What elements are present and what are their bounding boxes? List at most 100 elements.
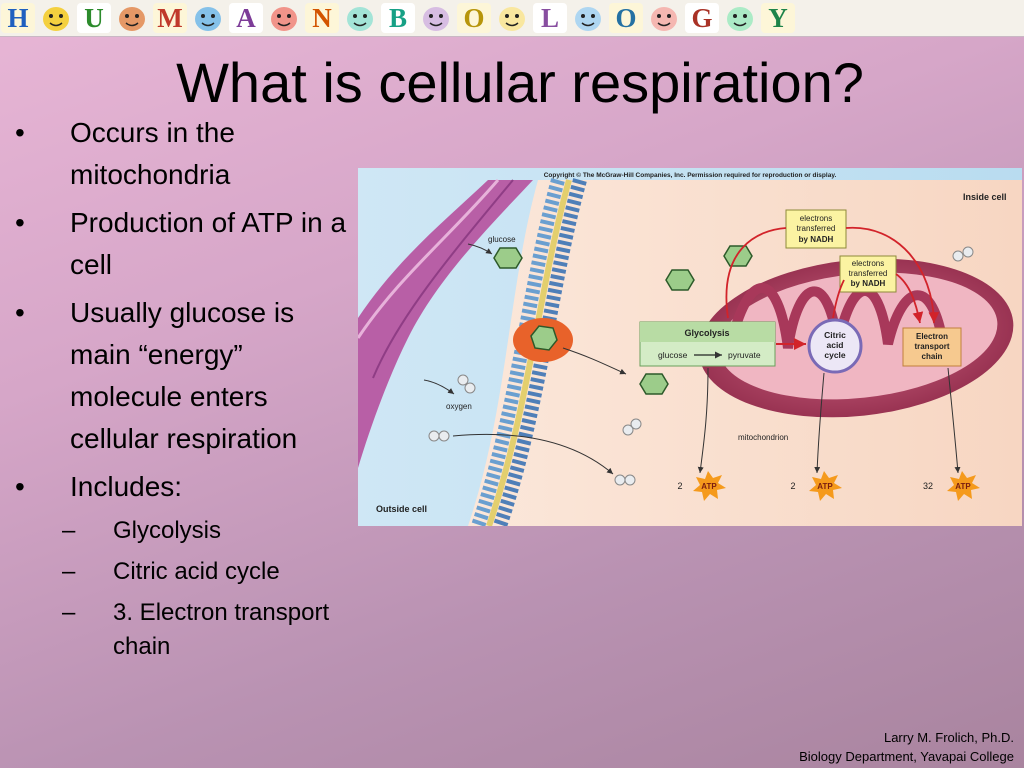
banner-cartoon-icon bbox=[189, 3, 227, 33]
nadh-1-line-1: electrons bbox=[800, 214, 832, 223]
nadh-2-line-2: transferred bbox=[849, 269, 888, 278]
banner-cartoon-icon bbox=[569, 3, 607, 33]
slide-footer: Larry M. Frolich, Ph.D. Biology Departme… bbox=[799, 728, 1014, 766]
banner-cartoon-icon bbox=[113, 3, 151, 33]
bullet-text: Production of ATP in a cell bbox=[70, 207, 347, 280]
bullet-item: • Production of ATP in a cell bbox=[0, 202, 360, 286]
banner-letter-tile: O bbox=[457, 3, 491, 33]
nadh-box-1 bbox=[785, 209, 847, 249]
electron-arrow-mid bbox=[832, 279, 845, 319]
bullet-text: Occurs in the mitochondria bbox=[70, 117, 235, 190]
glycolysis-title: Glycolysis bbox=[684, 328, 729, 338]
banner-cartoon-icon bbox=[493, 3, 531, 33]
nadh-box-2 bbox=[839, 255, 897, 293]
electron-arrow-left bbox=[725, 227, 787, 319]
nadh-1-line-3: by NADH bbox=[799, 235, 834, 244]
mitochondrion-label: mitochondrion bbox=[738, 433, 788, 442]
membrane-outer bbox=[471, 178, 565, 526]
oxygen-molecule bbox=[952, 250, 964, 262]
oxygen-molecule bbox=[457, 374, 469, 386]
nadh-2-line-1: electrons bbox=[852, 259, 884, 268]
membrane-inner bbox=[493, 178, 587, 526]
etc-box bbox=[902, 327, 962, 367]
banner-letter-tile: M bbox=[153, 3, 187, 33]
banner-letter-tile: L bbox=[533, 3, 567, 33]
banner-letter-tile: H bbox=[1, 3, 35, 33]
glycolysis-to: pyruvate bbox=[728, 350, 761, 360]
electron-arrow-right bbox=[895, 273, 924, 324]
etc-line-2: transport bbox=[914, 342, 949, 351]
bullet-marker: • bbox=[15, 207, 25, 238]
bullet-list: • Occurs in the mitochondria • Productio… bbox=[0, 112, 360, 671]
bullet-marker: • bbox=[15, 117, 25, 148]
banner-letter-tile: B bbox=[381, 3, 415, 33]
capillary-highlight bbox=[358, 179, 500, 339]
oxygen-molecule bbox=[428, 430, 440, 442]
atp-label: ATP bbox=[701, 482, 717, 491]
oxygen-molecule bbox=[624, 474, 636, 486]
atp-yield: 32 bbox=[923, 481, 933, 491]
atp-yield: 2 bbox=[677, 481, 682, 491]
oxygen-molecule bbox=[962, 246, 974, 258]
atp-star-shape bbox=[693, 471, 726, 501]
sub-bullet-item: – 3. Electron transport chain bbox=[0, 596, 360, 664]
bullet-text: Includes: bbox=[70, 471, 183, 502]
citric-line-2: acid bbox=[826, 340, 843, 350]
banner-letter-tile: O bbox=[609, 3, 643, 33]
sub-bullet-item: – Glycolysis bbox=[0, 514, 360, 548]
footer-author: Larry M. Frolich, Ph.D. bbox=[883, 730, 1014, 745]
bullet-marker: • bbox=[15, 297, 25, 328]
banner-cartoon-icon bbox=[417, 3, 455, 33]
glucose-molecule bbox=[493, 247, 523, 269]
sub-bullet-text: Glycolysis bbox=[113, 517, 222, 544]
glucose-entry-arrow bbox=[562, 347, 627, 375]
glucose-in-transporter bbox=[530, 325, 558, 351]
electron-arrow-top bbox=[845, 227, 940, 324]
atp-yield: 2 bbox=[790, 481, 795, 491]
citric-line-1: Citric bbox=[824, 330, 846, 340]
sub-bullet-text: 3. Electron transport chain bbox=[113, 599, 330, 660]
banner-cartoon-icon bbox=[265, 3, 303, 33]
outside-cell-label: Outside cell bbox=[376, 504, 427, 514]
cycle-atp-arrow bbox=[814, 372, 825, 474]
oxygen-molecule bbox=[630, 418, 642, 430]
glucose-pointer bbox=[467, 243, 493, 255]
banner-letter-tile: G bbox=[685, 3, 719, 33]
banner-letter-tile: A bbox=[229, 3, 263, 33]
glycolysis-atp-arrow bbox=[697, 367, 709, 474]
atp-star-shape bbox=[947, 471, 980, 501]
etc-line-3: chain bbox=[922, 352, 943, 361]
banner-cartoon-icon bbox=[341, 3, 379, 33]
banner-cartoon-icon bbox=[37, 3, 75, 33]
banner-letter-tile: Y bbox=[761, 3, 795, 33]
banner-cartoon-icon bbox=[645, 3, 683, 33]
bullet-item: • Usually glucose is main “energy” molec… bbox=[0, 292, 360, 460]
banner-letter-tile: U bbox=[77, 3, 111, 33]
oxygen-label: oxygen bbox=[446, 402, 472, 411]
glucose-molecule bbox=[665, 269, 695, 291]
atp-label: ATP bbox=[817, 482, 833, 491]
atp-star-etc: ATP 32 bbox=[923, 471, 980, 501]
banner-letter-tile: N bbox=[305, 3, 339, 33]
nadh-2-line-3: by NADH bbox=[851, 279, 886, 288]
glucose-molecule bbox=[723, 245, 753, 267]
oxygen-molecule bbox=[614, 474, 626, 486]
sub-bullet-marker: – bbox=[62, 517, 76, 544]
oxygen-path-arrow bbox=[452, 433, 614, 475]
etc-line-1: Electron bbox=[916, 332, 948, 341]
copyright-text: Copyright © The McGraw-Hill Companies, I… bbox=[544, 171, 837, 179]
citric-acid-cycle bbox=[807, 318, 863, 374]
sub-bullet-marker: – bbox=[62, 558, 76, 585]
glycolysis-header bbox=[640, 322, 775, 342]
oxygen-molecule bbox=[622, 424, 634, 436]
footer-department: Biology Department, Yavapai College bbox=[799, 749, 1014, 764]
etc-atp-arrow bbox=[947, 367, 961, 474]
bullet-item: • Occurs in the mitochondria bbox=[0, 112, 360, 196]
glucose-label: glucose bbox=[488, 235, 516, 244]
oxygen-molecule bbox=[464, 382, 476, 394]
sub-bullet-text: Citric acid cycle bbox=[113, 558, 280, 585]
cellular-respiration-figure: Copyright © The McGraw-Hill Companies, I… bbox=[358, 168, 1022, 526]
sub-bullet-marker: – bbox=[62, 599, 76, 626]
figure-svg: Copyright © The McGraw-Hill Companies, I… bbox=[358, 168, 1022, 526]
